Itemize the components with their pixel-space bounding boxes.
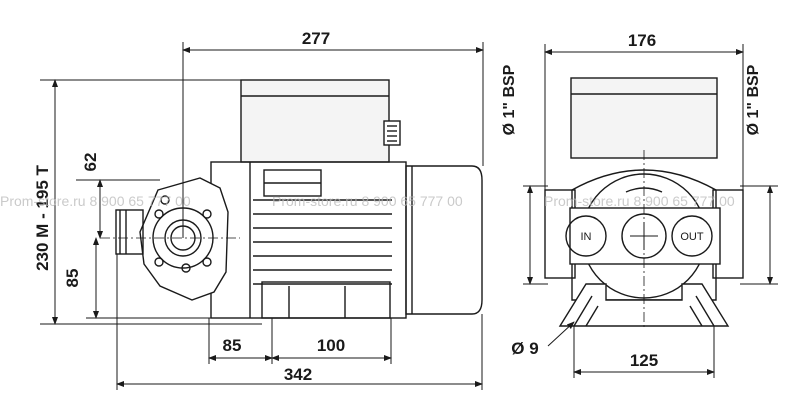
front-port-housings [544, 189, 744, 279]
dim-100-label: 100 [317, 336, 345, 355]
dim-85-vertical-label: 85 [63, 269, 82, 288]
motor-body [210, 161, 407, 319]
out-port-label: OUT [680, 231, 704, 243]
dim-277-label: 277 [302, 29, 330, 48]
fan-cover [405, 165, 483, 315]
front-dimension-lines [523, 44, 778, 378]
dim-176-label: 176 [628, 31, 656, 50]
watermark: Prom-store.ru 8 900 65 777 00 Prom-store… [0, 193, 735, 209]
dim-342-label: 342 [284, 365, 312, 384]
dim-62-label: 62 [81, 153, 100, 172]
dim-hole-label: Ø 9 [511, 339, 538, 358]
side-dimension-lines [40, 42, 484, 390]
port-right-label: Ø 1" BSP [745, 64, 762, 135]
terminal-box [240, 79, 401, 163]
port-left-label: Ø 1" BSP [501, 64, 518, 135]
side-view [100, 79, 483, 319]
watermark-segment-2: Prom-store.ru 8 900 65 777 00 [272, 193, 463, 209]
dim-85-bottom-label: 85 [223, 336, 242, 355]
front-view [544, 77, 744, 330]
watermark-segment-1: Prom-store.ru 8 900 65 777 00 [0, 193, 191, 209]
watermark-segment-3: Prom-store.ru 8 900 65 777 00 [544, 193, 735, 209]
pump-head [115, 177, 229, 301]
dim-height-label: 230 M - 195 T [33, 164, 52, 270]
dim-125-label: 125 [630, 351, 658, 370]
front-terminal-box [570, 77, 718, 159]
front-base [558, 283, 730, 327]
in-port-label: IN [581, 231, 592, 243]
